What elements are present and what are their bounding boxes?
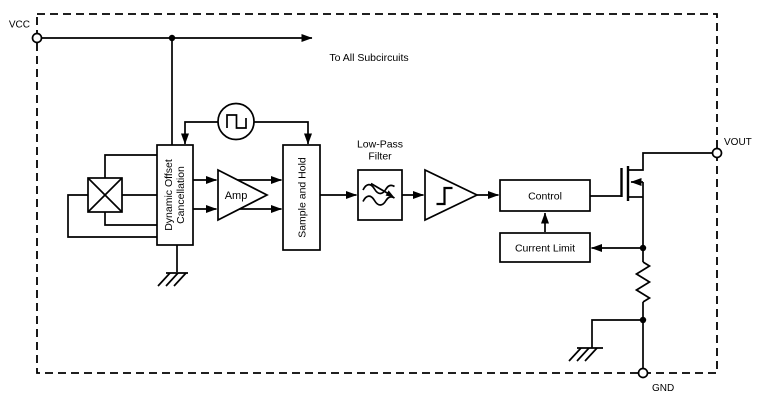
hall-top-wire (104, 154, 157, 178)
control-block: Control (499, 179, 591, 212)
dynamic-offset-label-line2: Cancellation (175, 166, 187, 224)
schmitt-trigger-block (424, 168, 479, 222)
junction-dot (168, 34, 176, 42)
ground-hatch (576, 347, 590, 362)
current-limit-label: Current Limit (515, 243, 575, 255)
dynamic-offset-cancellation-block: Dynamic Offset Cancellation (156, 144, 194, 246)
low-pass-filter-title-line1: Low-Pass (357, 139, 403, 151)
amp-block: Amp (217, 168, 269, 222)
clock-to-offset-wire (181, 121, 218, 145)
sample-and-hold-label: Sample and Hold (297, 157, 309, 238)
ground-branch-wire (591, 319, 643, 348)
control-label: Control (528, 191, 562, 203)
drain-to-vout-wire (628, 152, 713, 171)
ground-hatch (584, 347, 598, 362)
low-pass-filter-title-line2: Filter (368, 151, 392, 163)
mosfet-icon (620, 166, 630, 201)
hysteresis-step-icon (436, 186, 453, 206)
schmitt-triangle-icon (424, 168, 479, 222)
junction-dot (639, 244, 647, 252)
clock-oscillator-icon (217, 102, 255, 141)
clock-to-sample-hold-wire (254, 121, 312, 145)
dynamic-offset-label-line1: Dynamic Offset (163, 159, 175, 231)
amp-label: Amp (225, 190, 248, 202)
current-limit-block: Current Limit (499, 232, 591, 263)
chassis-ground-icon (157, 272, 188, 287)
hall-bottom-wire (104, 212, 157, 226)
vcc-terminal (31, 32, 43, 44)
ground-hatch (157, 272, 171, 287)
sine-wave-filter-icon (362, 182, 395, 206)
hall-left-wrap-wire (67, 194, 157, 238)
vout-terminal (711, 147, 723, 159)
ic-boundary-dashed-border (36, 13, 718, 374)
gnd-terminal (637, 367, 649, 379)
ground-hatch (173, 272, 187, 287)
resistor-icon (634, 261, 652, 303)
ground-hatch (165, 272, 179, 287)
hall-element-icon (87, 177, 123, 213)
to-all-subcircuits-label: To All Subcircuits (329, 52, 408, 64)
amp-triangle-icon (217, 168, 269, 222)
square-wave-icon (226, 114, 247, 129)
ground-hatch (568, 347, 582, 362)
sample-and-hold-block: Sample and Hold (282, 144, 321, 251)
vcc-label: VCC (9, 20, 30, 31)
vout-label: VOUT (724, 137, 752, 148)
gnd-label: GND (652, 383, 674, 394)
wires (42, 34, 713, 369)
chassis-ground-icon (568, 347, 603, 362)
low-pass-filter-block: Low-Pass Filter (357, 139, 403, 221)
